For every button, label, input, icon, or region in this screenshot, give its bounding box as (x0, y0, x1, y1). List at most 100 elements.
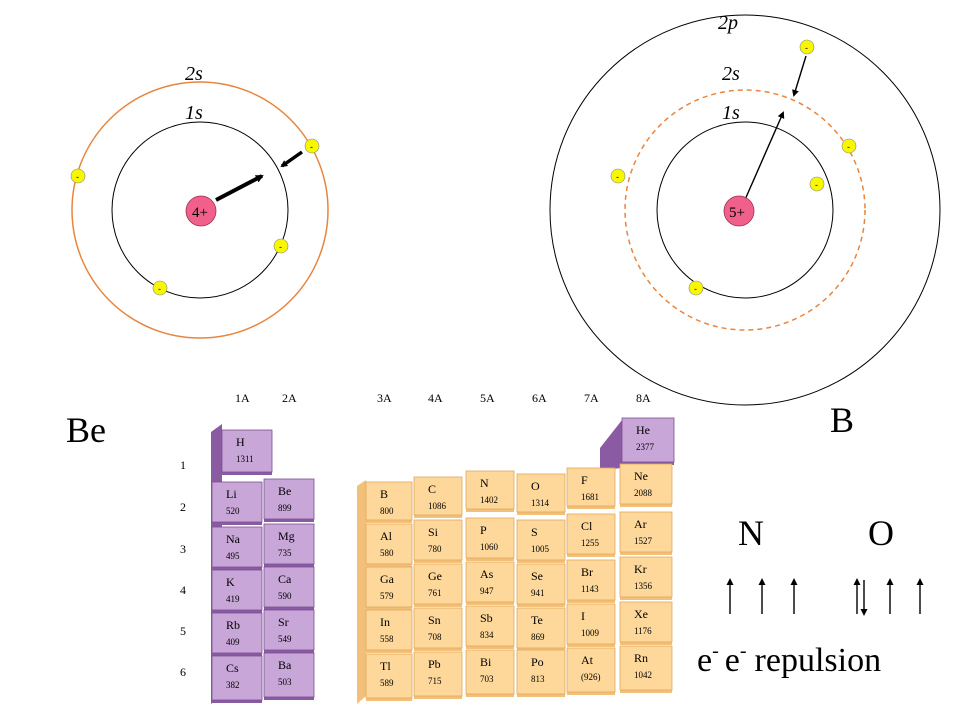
ionization-energy-value: 1681 (581, 492, 599, 502)
ionization-energy-value: 2377 (636, 442, 655, 452)
group-label: 4A (428, 391, 443, 405)
ionization-energy-value: 800 (380, 506, 394, 516)
group-label: 6A (532, 391, 547, 405)
ionization-energy-value: 869 (531, 632, 545, 642)
ionization-energy-value: 735 (278, 548, 292, 558)
be-electron: - (304, 138, 320, 154)
svg-text:-: - (310, 142, 313, 152)
ionization-energy-value: 715 (428, 676, 442, 686)
period-label: 6 (180, 665, 186, 679)
element-symbol: C (428, 482, 436, 496)
ionization-energy-value: 558 (380, 634, 394, 644)
ionization-energy-value: 419 (226, 594, 240, 604)
b-shell-1s (656, 121, 834, 299)
element-symbol: Ne (634, 469, 648, 483)
element-symbol: P (480, 523, 487, 537)
b-shell-2s-label: 2s (722, 63, 740, 85)
period-label: 2 (180, 500, 186, 514)
element-symbol: He (636, 423, 650, 437)
period-label: 4 (180, 583, 186, 597)
be-shell-1s-label: 1s (185, 102, 203, 124)
ionization-energy-value: 1060 (480, 542, 499, 552)
ionization-energy-value: 580 (380, 548, 394, 558)
element-symbol: Rn (634, 651, 648, 665)
group-label: 7A (584, 391, 599, 405)
element-cell-al: Al 580 (365, 523, 413, 567)
b-electron: - (841, 138, 857, 154)
element-symbol: Br (581, 565, 593, 579)
be-nucleus (185, 195, 217, 227)
element-cell-he: He 2377 (621, 417, 675, 465)
element-symbol: F (581, 473, 588, 487)
ionization-energy-value: 1176 (634, 626, 652, 636)
repulsion-e: e (697, 642, 712, 679)
b-shielding-arrow (792, 55, 807, 97)
group-label: 5A (480, 391, 495, 405)
be-nucleus-charge: 4+ (192, 205, 208, 221)
b-shell-2p (549, 14, 941, 406)
ionization-energy-value: 899 (278, 503, 292, 513)
o-element-label: O (868, 513, 894, 553)
element-symbol: B (380, 487, 388, 501)
ionization-energy-value: 813 (531, 674, 545, 684)
element-symbol: Cl (581, 519, 593, 533)
b-shell-2p-label: 2p (718, 12, 738, 34)
element-symbol: At (581, 653, 594, 667)
be-electron: - (152, 280, 168, 296)
b-shell-1s-label: 1s (722, 102, 740, 124)
b-shell-2s (624, 89, 866, 331)
svg-text:-: - (805, 43, 808, 53)
group-label: 8A (636, 391, 651, 405)
svg-text:-: - (847, 142, 850, 152)
n-element-label: N (738, 513, 764, 553)
element-symbol: Al (380, 529, 393, 543)
element-symbol: Li (226, 487, 237, 501)
group-label: 1A (235, 391, 250, 405)
element-symbol: Te (531, 613, 543, 627)
repulsion-e: e (725, 642, 740, 679)
element-symbol: Ar (634, 517, 647, 531)
element-symbol: S (531, 525, 538, 539)
element-symbol: Rb (226, 618, 240, 632)
b-element-label: B (830, 400, 854, 440)
ionization-energy-value: 780 (428, 544, 442, 554)
ionization-energy-value: 834 (480, 630, 494, 640)
element-cell-b: B 800 (365, 481, 413, 523)
element-symbol: Mg (278, 529, 295, 543)
element-symbol: Ba (278, 658, 292, 672)
ionization-energy-value: 947 (480, 586, 494, 596)
svg-text:-: - (158, 284, 161, 294)
be-shell-2s (71, 81, 329, 339)
svg-text:-: - (815, 180, 818, 190)
ionization-energy-value: 1402 (480, 495, 498, 505)
be-shielding-arrow (280, 150, 304, 168)
o-spin-arrows (853, 578, 924, 616)
element-symbol: Tl (380, 659, 391, 673)
element-symbol: Sr (278, 615, 289, 629)
element-cell-at: At (926) (566, 647, 616, 695)
element-cell-te: Te 869 (516, 607, 566, 651)
ionization-energy-value: (926) (581, 672, 601, 682)
